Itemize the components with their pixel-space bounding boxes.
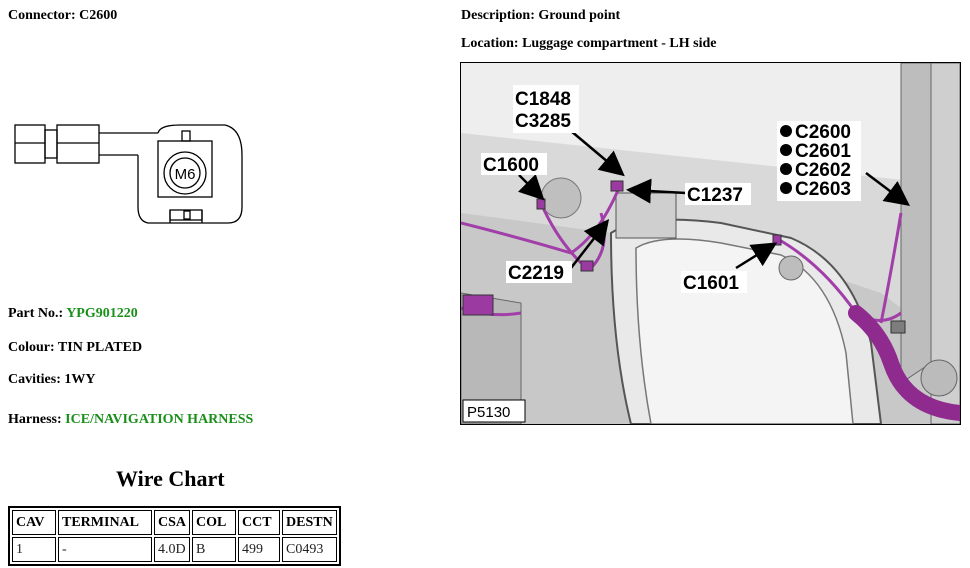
callout-c2601: C2601 xyxy=(795,141,851,162)
header-col: COL xyxy=(192,510,237,535)
part-no-line: Part No.: YPG901220 xyxy=(8,306,138,322)
harness-line: Harness: ICE/NAVIGATION HARNESS xyxy=(8,412,253,428)
bullet-icon xyxy=(780,125,792,137)
cavities-label: Cavities: xyxy=(8,372,61,387)
callout-c3285: C3285 xyxy=(515,111,571,132)
harness-label: Harness: xyxy=(8,412,62,427)
header-cav: CAV xyxy=(12,510,56,535)
cell-destn: C0493 xyxy=(282,537,337,562)
cell-col: B xyxy=(192,537,237,562)
stud-size-label: M6 xyxy=(175,166,196,183)
callout-c2600: C2600 xyxy=(795,122,851,143)
connector-face-drawing: M6 xyxy=(14,124,243,224)
header-cct: CCT xyxy=(238,510,281,535)
callout-c2219: C2219 xyxy=(508,263,564,284)
wire-chart-header-row: CAV TERMINAL CSA COL CCT DESTN xyxy=(12,510,337,535)
bullet-icon xyxy=(780,163,792,175)
part-no-label: Part No.: xyxy=(8,306,64,321)
cell-terminal: - xyxy=(58,537,152,562)
wire-chart-table: CAV TERMINAL CSA COL CCT DESTN 1 - 4.0D … xyxy=(8,506,341,566)
illustration-reference: P5130 xyxy=(467,404,510,421)
description-line: Description: Ground point xyxy=(461,8,620,24)
callout-c1848: C1848 xyxy=(515,89,571,110)
wire-chart-title: Wire Chart xyxy=(116,466,225,491)
header-destn: DESTN xyxy=(282,510,337,535)
colour-label: Colour: xyxy=(8,340,55,355)
cell-cav: 1 xyxy=(12,537,56,562)
colour-line: Colour: TIN PLATED xyxy=(8,340,142,356)
header-terminal: TERMINAL xyxy=(58,510,152,535)
callout-c2602: C2602 xyxy=(795,160,851,181)
location-illustration: C1848 C3285 C1600 C1237 C2219 C1601 C260… xyxy=(460,62,961,425)
bullet-icon xyxy=(780,182,792,194)
bullet-icon xyxy=(780,144,792,156)
location-line: Location: Luggage compartment - LH side xyxy=(461,36,717,52)
cell-csa: 4.0D xyxy=(154,537,191,562)
table-row: 1 - 4.0D B 499 C0493 xyxy=(12,537,337,562)
description-value: Ground point xyxy=(538,8,621,23)
cavities-line: Cavities: 1WY xyxy=(8,372,96,388)
location-illustration-graphic: C1848 C3285 C1600 C1237 C2219 C1601 C260… xyxy=(461,63,960,424)
part-no-link[interactable]: YPG901220 xyxy=(66,306,138,321)
callout-c1600: C1600 xyxy=(483,155,539,176)
header-csa: CSA xyxy=(154,510,191,535)
connector-label: Connector: xyxy=(8,8,76,23)
location-value: Luggage compartment - LH side xyxy=(522,36,717,51)
location-label: Location: xyxy=(461,36,519,51)
connector-line: Connector: C2600 xyxy=(8,8,117,24)
description-label: Description: xyxy=(461,8,535,23)
harness-link[interactable]: ICE/NAVIGATION HARNESS xyxy=(65,412,254,427)
callout-c2603: C2603 xyxy=(795,179,851,200)
connector-value: C2600 xyxy=(79,8,118,23)
callout-c1237: C1237 xyxy=(687,185,743,206)
cell-cct: 499 xyxy=(238,537,281,562)
callout-c1601: C1601 xyxy=(683,273,739,294)
cavities-value: 1WY xyxy=(64,372,96,387)
colour-value: TIN PLATED xyxy=(57,340,143,355)
